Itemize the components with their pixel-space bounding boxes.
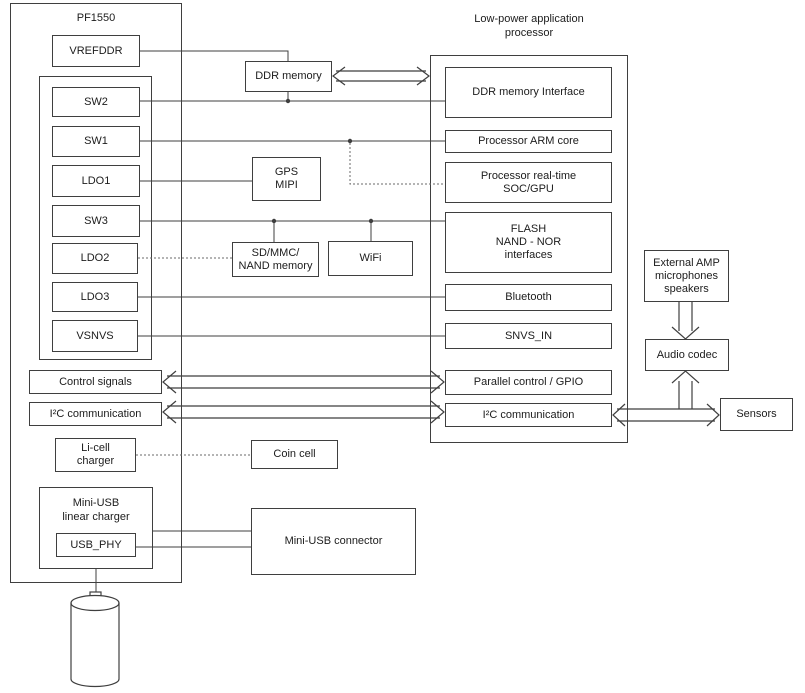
block-sw3-label: SW3 — [84, 214, 108, 227]
block-vrefddr-label: VREFDDR — [69, 44, 123, 57]
block-processor-arm-core: Processor ARM core — [445, 130, 612, 153]
block-parallel-gpio: Parallel control / GPIO — [445, 370, 612, 395]
block-sd-mmc-nand-label: SD/MMC/ NAND memory — [238, 246, 313, 272]
block-coin-cell: Coin cell — [251, 440, 338, 469]
block-wifi: WiFi — [328, 241, 413, 276]
block-i2c-processor: I²C communication — [445, 403, 612, 427]
block-mini-usb-connector: Mini-USB connector — [251, 508, 416, 575]
block-external-amp-label: External AMP microphones speakers — [653, 256, 720, 295]
block-usb-phy-label: USB_PHY — [70, 538, 122, 551]
block-usb-phy: USB_PHY — [56, 533, 136, 557]
block-sw1: SW1 — [52, 126, 140, 157]
block-wifi-label: WiFi — [359, 252, 382, 264]
block-processor-soc-gpu: Processor real-time SOC/GPU — [445, 162, 612, 203]
block-control-signals: Control signals — [29, 370, 162, 394]
block-sw3: SW3 — [52, 205, 140, 237]
block-bluetooth: Bluetooth — [445, 284, 612, 311]
junction-dot — [271, 218, 277, 224]
junction-dot — [347, 138, 353, 144]
arrow-i2cbus-audiocodec — [671, 370, 700, 409]
arrow-i2c-sensors — [612, 403, 720, 427]
block-ddr-memory-label: DDR memory — [255, 70, 322, 82]
block-li-cell-charger: Li-cell charger — [55, 438, 136, 472]
block-vrefddr: VREFDDR — [52, 35, 140, 67]
application-processor-title: Low-power application processor — [474, 13, 584, 39]
block-vsnvs: VSNVS — [52, 320, 138, 352]
mini-usb-charger-label: Mini-USB linear charger — [62, 497, 130, 523]
block-external-amp: External AMP microphones speakers — [644, 250, 729, 302]
block-li-cell-charger-label: Li-cell charger — [76, 442, 115, 467]
block-sensors-label: Sensors — [736, 408, 777, 420]
battery-bottom — [70, 678, 120, 688]
block-i2c-pmic: I²C communication — [29, 402, 162, 426]
block-snvs-in: SNVS_IN — [445, 323, 612, 349]
battery-terminal — [89, 591, 102, 602]
block-ldo2-label: LDO2 — [80, 252, 110, 264]
pf1550-title: PF1550 — [76, 12, 116, 24]
block-mini-usb-connector-label: Mini-USB connector — [284, 535, 383, 547]
block-ddr-memory: DDR memory — [245, 61, 332, 92]
battery-sides — [70, 603, 120, 679]
block-control-signals-label: Control signals — [59, 375, 132, 388]
block-sw2: SW2 — [52, 87, 140, 117]
block-sensors: Sensors — [720, 398, 793, 431]
block-i2c-processor-label: I²C communication — [482, 408, 575, 421]
arrow-control-signals-gpio — [162, 370, 445, 394]
block-ldo1-label: LDO1 — [81, 174, 111, 187]
block-bluetooth-label: Bluetooth — [505, 291, 552, 303]
battery-top — [70, 594, 120, 612]
block-ldo1: LDO1 — [52, 165, 140, 197]
block-sw2-label: SW2 — [84, 95, 108, 108]
block-sd-mmc-nand: SD/MMC/ NAND memory — [232, 242, 319, 277]
block-ldo3: LDO3 — [52, 282, 138, 312]
junction-dot — [285, 98, 291, 104]
application-processor-outline — [430, 55, 628, 443]
block-ldo3-label: LDO3 — [80, 290, 110, 303]
block-ddr-memory-interface: DDR memory Interface — [445, 67, 612, 118]
block-processor-arm-core-label: Processor ARM core — [478, 135, 579, 147]
block-ldo2: LDO2 — [52, 243, 138, 274]
arrow-extamp-audiocodec — [671, 302, 700, 340]
block-sw1-label: SW1 — [84, 135, 108, 147]
block-parallel-gpio-label: Parallel control / GPIO — [473, 376, 584, 388]
block-flash-interfaces: FLASH NAND - NOR interfaces — [445, 212, 612, 273]
block-vsnvs-label: VSNVS — [76, 329, 114, 342]
block-i2c-pmic-label: I²C communication — [49, 407, 142, 420]
block-audio-codec-label: Audio codec — [656, 348, 718, 361]
junction-dot — [368, 218, 374, 224]
block-gps-mipi: GPS MIPI — [252, 157, 321, 201]
block-snvs-in-label: SNVS_IN — [504, 329, 553, 342]
block-audio-codec: Audio codec — [645, 339, 729, 371]
mini-usb-charger-outline — [39, 487, 153, 569]
arrow-i2c-link — [162, 400, 445, 424]
block-flash-interfaces-label: FLASH NAND - NOR interfaces — [495, 223, 562, 261]
block-coin-cell-label: Coin cell — [273, 448, 316, 460]
block-gps-mipi-label: GPS MIPI — [274, 166, 299, 191]
block-processor-soc-gpu-label: Processor real-time SOC/GPU — [480, 169, 577, 195]
battery-icon — [70, 591, 120, 688]
block-ddr-memory-interface-label: DDR memory Interface — [472, 86, 585, 98]
regulator-group-outline — [39, 76, 152, 360]
arrow-ddr-memory-processor — [332, 66, 430, 86]
